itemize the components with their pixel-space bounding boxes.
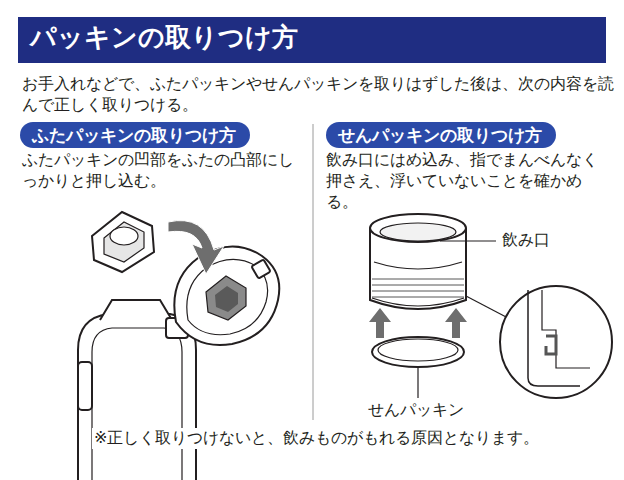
heading-pill: ふたパッキンの取りつけ方 [20, 122, 250, 148]
title: パッキンの取りつけ方 [30, 21, 298, 55]
divider [313, 124, 314, 420]
leader-line [417, 368, 418, 398]
spout-figure [370, 214, 466, 309]
up-arrows [369, 308, 467, 338]
body-text: ふたパッキンの凹部をふたの凸部にしっかりと押し込む。 [22, 150, 294, 192]
detail-circle [466, 286, 612, 398]
heading-pill: せんパッキンの取りつけ方 [326, 122, 556, 148]
curved-arrow [168, 221, 224, 274]
note-text: ※正しく取りつけないと、飲みものがもれる原因となります。 [92, 428, 541, 449]
intro-text: お手入れなどで、ふたパッキンやせんパッキンを取りはずした後は、次の内容を読んで正… [22, 74, 614, 116]
heading-text: ふたパッキンの取りつけ方 [32, 124, 238, 146]
heading-text: せんパッキンの取りつけ方 [338, 124, 544, 146]
part-label: 飲み口 [500, 230, 552, 251]
part-label: せんパッキン [366, 400, 466, 421]
leader-line [440, 240, 496, 241]
ring-gasket [372, 337, 464, 367]
body-text: 飲み口にはめ込み、指でまんべんなく押さえ、浮いていないことを確かめる。 [326, 150, 606, 212]
title-band [18, 17, 606, 63]
